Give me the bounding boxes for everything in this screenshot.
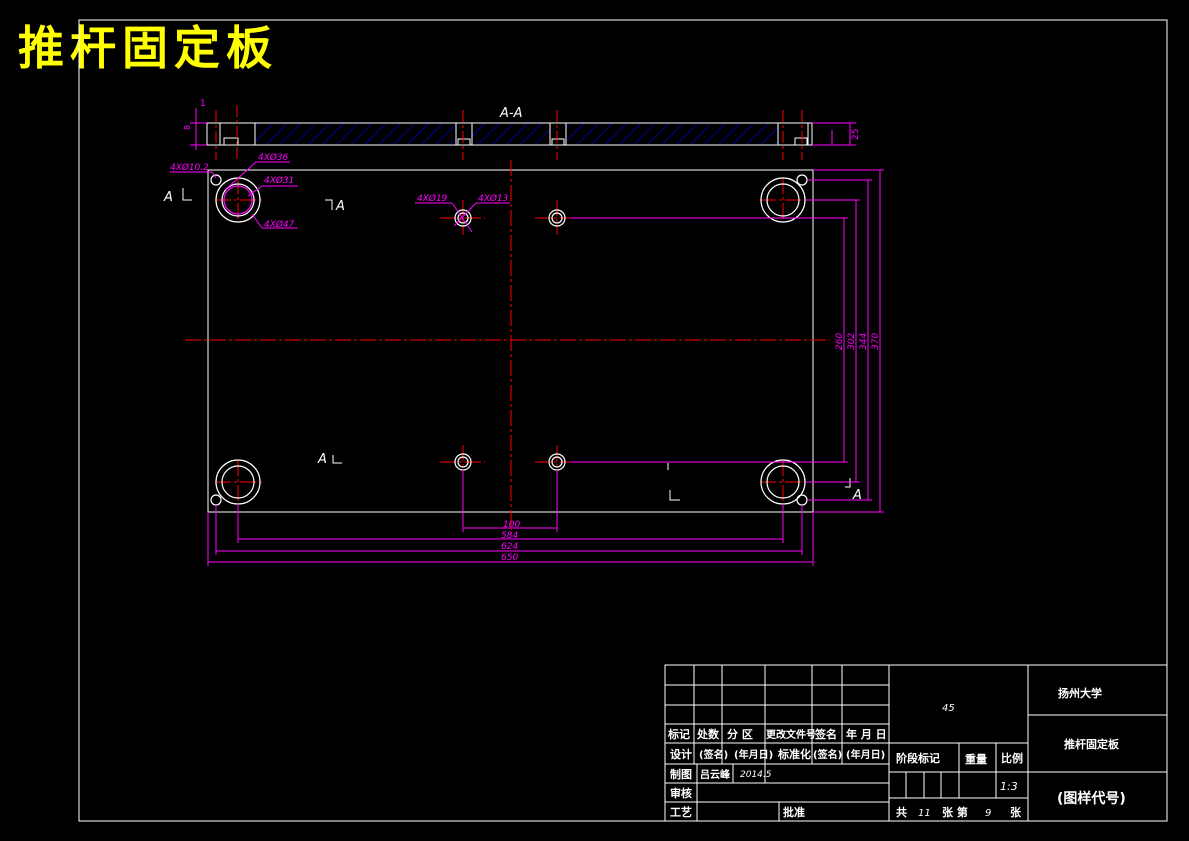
tb-header-sign: 签名	[814, 727, 837, 741]
callout-holes-47: 4XØ47	[264, 219, 295, 230]
tb-standard-sign: (签名)	[813, 748, 842, 761]
drawing-title: 推杆固定板	[18, 21, 278, 75]
section-dim-8: 8	[183, 125, 192, 130]
tb-header-change-doc: 更改文件号	[766, 728, 816, 741]
tb-drawing-code: (图样代号)	[1057, 790, 1126, 807]
title-block: 标记 处数 分 区 更改文件号 签名 年 月 日 设计 (签名) (年月日) 标…	[664, 664, 1168, 822]
callout-holes-31: 4XØ31	[264, 175, 294, 186]
dim-h-584: 584	[501, 531, 518, 541]
dim-v-260: 260	[835, 333, 845, 350]
section-marker-left-top2: A	[335, 199, 345, 214]
tb-scale-label: 比例	[1001, 751, 1023, 765]
dim-h-100: 100	[503, 520, 520, 530]
tb-design-date: (年月日)	[734, 748, 773, 761]
tb-draw: 制图	[670, 767, 692, 781]
tb-material: 45	[942, 703, 955, 714]
drawing-border	[78, 19, 1168, 822]
section-dim-1: 1	[200, 99, 206, 109]
tb-scale: 1:3	[1000, 780, 1018, 793]
tb-sheet-unit: 张	[1010, 805, 1022, 819]
tb-design: 设计	[670, 747, 692, 761]
dim-v-370: 370	[871, 333, 881, 350]
tb-standard-date: (年月日)	[846, 748, 885, 761]
tb-header-zone: 分 区	[727, 727, 753, 741]
callout-holes-19: 4XØ19	[417, 193, 448, 204]
tb-process: 工艺	[670, 805, 692, 819]
tb-draw-date: 2014.5	[740, 770, 772, 780]
dim-v-302: 302	[847, 333, 857, 350]
tb-drawer: 吕云峰	[700, 768, 731, 781]
section-view: A-A	[183, 99, 861, 162]
section-marker-left-top: A	[163, 190, 173, 205]
tb-review: 审核	[670, 786, 692, 800]
section-marker-bottom-left: A	[317, 452, 327, 467]
tb-standard: 标准化	[777, 747, 811, 761]
tb-sheet: 9	[985, 808, 991, 819]
tb-total: 11	[918, 808, 931, 819]
section-dim-25: 25	[851, 129, 861, 140]
tb-total-label: 共	[896, 805, 907, 819]
tb-university: 扬州大学	[1058, 686, 1102, 700]
tb-header-mark: 标记	[667, 727, 690, 741]
tb-stage-mark: 阶段标记	[896, 751, 940, 765]
tb-header-date: 年 月 日	[846, 727, 887, 741]
dim-h-624: 624	[501, 542, 518, 552]
dim-h-650: 650	[501, 553, 518, 563]
callout-holes-10-2: 4XØ10.2	[170, 162, 209, 173]
section-label: A-A	[499, 106, 522, 121]
tb-header-count: 处数	[696, 727, 720, 741]
callout-holes-36: 4XØ36	[258, 152, 289, 163]
tb-approve: 批准	[783, 805, 805, 819]
tb-design-sign: (签名)	[699, 748, 728, 761]
callout-holes-13: 4XØ13	[478, 193, 509, 204]
section-marker-bottom-right: A	[852, 488, 862, 503]
tb-sheet-label: 张 第	[942, 805, 968, 819]
tb-part-name: 推杆固定板	[1064, 737, 1120, 751]
dim-v-344: 344	[859, 333, 869, 350]
tb-weight: 重量	[965, 752, 987, 766]
plan-view: 4XØ10.2 4XØ36 4XØ31 4XØ47 4XØ19 4XØ13 A …	[163, 152, 884, 566]
